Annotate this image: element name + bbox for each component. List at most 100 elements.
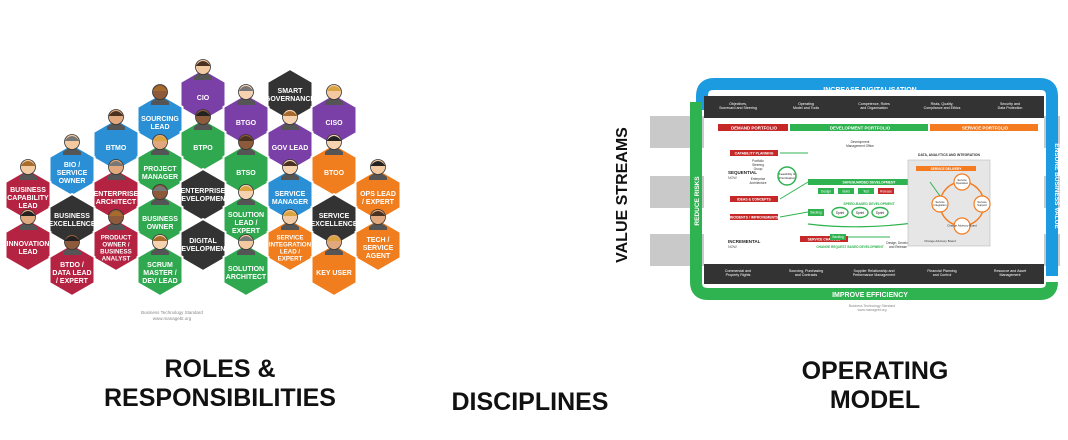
person-avatar-icon xyxy=(237,84,255,105)
discipline-services[interactable]: SERVICES xyxy=(483,328,569,348)
demand-entry-label: IDEAS & CONCEPTS xyxy=(737,198,771,202)
person-avatar-icon xyxy=(19,159,37,180)
role-hex[interactable]: BTOO xyxy=(310,134,358,198)
increase-digitalisation-label: INCREASE DIGITALISATION xyxy=(823,87,916,94)
sprint-cycle-icon xyxy=(831,206,849,219)
role-hex[interactable]: OPS LEAD/ EXPERT xyxy=(354,159,402,223)
row-sub-label: NOW xyxy=(728,245,737,249)
role-hex-shape xyxy=(179,217,227,273)
operating-model-caption: OPERATING MODEL xyxy=(801,357,949,414)
person-avatar-icon xyxy=(151,234,169,255)
person-avatar-icon xyxy=(281,109,299,130)
stage-box xyxy=(878,188,894,194)
person-avatar-icon xyxy=(325,134,343,155)
disciplines-caption: DISCIPLINES xyxy=(451,388,609,416)
role-hex[interactable]: CISO xyxy=(310,84,358,148)
role-hex[interactable]: BTPO xyxy=(179,109,227,173)
role-hex-label: CIO xyxy=(197,95,210,102)
role-hex[interactable]: GOV LEAD xyxy=(266,109,314,173)
role-hex-shape xyxy=(354,217,402,273)
service-node xyxy=(953,173,971,191)
backlog-label: Backlog xyxy=(832,235,844,239)
increase-digitalisation-arrow xyxy=(696,78,1058,276)
improve-efficiency-arrow xyxy=(690,102,1058,300)
row-label-sequential: SEQUENTIAL xyxy=(728,170,757,175)
service-node xyxy=(953,217,971,235)
role-hex-label: KEY USER xyxy=(316,270,352,277)
role-hex[interactable]: BTDO /DATA LEAD/ EXPERT xyxy=(48,234,96,298)
row-label-incremental: INCREMENTAL xyxy=(728,239,761,244)
stage-label: Release xyxy=(880,189,892,193)
value-streams-label: VALUE STREAMS xyxy=(614,127,631,263)
discipline-sourcing-optimisation[interactable]: SOURCING & OPTIMISATION xyxy=(465,25,587,65)
person-avatar-icon xyxy=(194,59,212,80)
change-advisory-board-label: Change Advisory Board xyxy=(924,239,956,243)
demand-entry-box xyxy=(730,196,778,202)
person-avatar-icon xyxy=(107,209,125,230)
person-avatar-icon xyxy=(63,234,81,255)
reduce-risks-label: REDUCE RISKS xyxy=(694,176,701,226)
role-hex-label: CISO xyxy=(325,120,343,127)
roles-caption: ROLES & RESPONSIBILITIES xyxy=(104,355,336,412)
flow-arrow xyxy=(779,211,809,218)
role-hex[interactable]: BTMO xyxy=(92,109,140,173)
service-node-label: Change Advisory Board xyxy=(947,224,977,228)
ensure-business-value-label: ENSURE BUSINESS VALUE xyxy=(1053,143,1060,229)
role-hex[interactable]: KEY USER xyxy=(310,234,358,298)
role-hex-label: BTPO xyxy=(193,145,213,152)
sprint-label: Sprint xyxy=(856,211,864,215)
portfolio-header xyxy=(930,124,1038,131)
demand-entry-box xyxy=(730,150,778,156)
discipline-strategy-governance[interactable]: STRATEGY & GOVERNANCE xyxy=(465,99,587,139)
discipline-development[interactable]: DEVELOPMENT xyxy=(461,256,591,275)
improve-efficiency-label: IMPROVE EFFICIENCY xyxy=(832,292,908,299)
discipline-demand[interactable]: DEMAND xyxy=(488,183,564,203)
portfolio-header xyxy=(718,124,788,131)
person-avatar-icon xyxy=(194,109,212,130)
demand-entry-label: INCIDENTS / IMPROVEMENTS xyxy=(730,216,779,220)
change-request-development-label: CHANGE REQUEST BASED DEVELOPMENT xyxy=(816,245,883,249)
demand-entry-box xyxy=(730,214,778,220)
role-hex[interactable]: BTSO xyxy=(222,134,270,198)
backlog-box xyxy=(830,234,846,240)
person-avatar-icon xyxy=(237,134,255,155)
role-hex-shape xyxy=(136,242,184,298)
demand-entry-box xyxy=(800,236,848,242)
